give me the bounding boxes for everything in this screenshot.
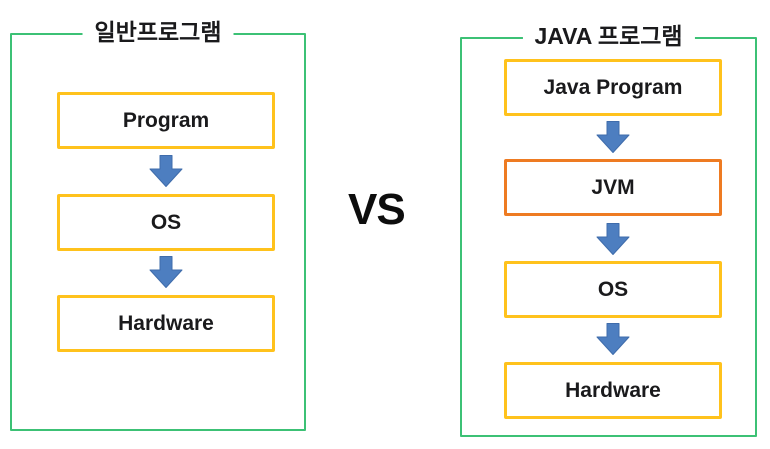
- flow-box-os: OS: [504, 261, 722, 318]
- panel-title-general-program: 일반프로그램: [82, 18, 234, 48]
- down-arrow-icon: [596, 323, 630, 355]
- java-program-panel: JAVA 프로그램 Java Program JVM OS Hardware: [460, 22, 757, 437]
- down-arrow-icon: [149, 155, 183, 187]
- down-arrow-icon: [596, 121, 630, 153]
- flow-box-program: Program: [57, 92, 275, 149]
- panel-title-java-program: JAVA 프로그램: [522, 22, 695, 52]
- flow-box-hardware: Hardware: [504, 362, 722, 419]
- down-arrow-icon: [149, 256, 183, 288]
- general-program-panel: 일반프로그램 Program OS Hardware: [10, 18, 306, 431]
- down-arrow-icon: [596, 223, 630, 255]
- flow-box-java-program: Java Program: [504, 59, 722, 116]
- vs-label: VS: [348, 185, 406, 234]
- flow-box-os: OS: [57, 194, 275, 251]
- flow-box-hardware: Hardware: [57, 295, 275, 352]
- flow-box-jvm: JVM: [504, 159, 722, 216]
